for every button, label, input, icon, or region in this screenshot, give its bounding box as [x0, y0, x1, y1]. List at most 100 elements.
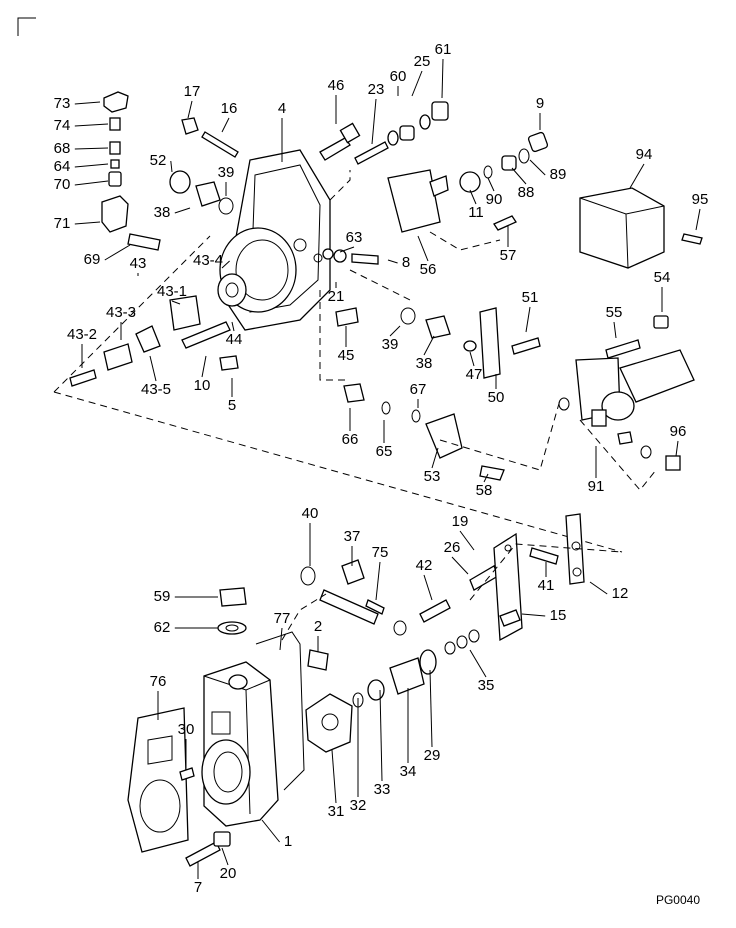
part-73-clip	[103, 91, 129, 113]
callout-45: 45	[338, 347, 355, 364]
part-60-washer-b	[419, 114, 431, 130]
assembly-line-57	[429, 231, 501, 251]
assembly-line-91	[579, 419, 657, 491]
callout-43-2: 43-2	[67, 326, 97, 343]
part-77-gasket	[255, 631, 305, 791]
part-52-bushing	[169, 170, 191, 194]
leader-51	[525, 306, 531, 333]
leader-38	[174, 207, 191, 214]
leader-58	[483, 473, 489, 483]
part-65-washer	[381, 401, 391, 415]
part-35-washer-b	[456, 635, 468, 649]
leader-63	[339, 246, 355, 253]
callout-11: 11	[468, 204, 484, 221]
leader-70	[74, 180, 109, 186]
callout-39: 39	[382, 336, 399, 353]
callout-4: 4	[278, 100, 286, 117]
part-60-washer	[387, 130, 399, 146]
part-51-bolt	[511, 337, 541, 355]
part-26-link	[469, 565, 499, 591]
leader-43-5	[149, 355, 157, 382]
part-23-screw	[354, 141, 389, 165]
leader-12	[589, 581, 608, 595]
part-50-bracket	[479, 307, 501, 379]
part-31-flyweight-holder	[305, 693, 353, 753]
part-12-lever	[565, 513, 585, 585]
assembly-line-39	[349, 269, 411, 301]
callout-43-3: 43-3	[106, 304, 136, 321]
callout-61: 61	[435, 41, 452, 58]
callout-30: 30	[178, 721, 195, 738]
leader-38	[423, 335, 435, 356]
part-17-nut	[181, 117, 199, 135]
callout-64: 64	[54, 158, 71, 175]
leader-26	[451, 556, 469, 575]
part-70	[108, 171, 122, 187]
part-58-bolt	[479, 465, 505, 481]
leader-42	[423, 574, 433, 601]
assembly-line-66	[319, 290, 346, 381]
callout-15: 15	[550, 607, 567, 624]
leader-43-1	[171, 300, 181, 305]
leader-95	[695, 208, 701, 231]
part-91-solenoid	[575, 349, 695, 427]
callout-37: 37	[344, 528, 361, 545]
part-16-pin	[201, 131, 239, 158]
leader-88	[511, 167, 527, 185]
part-2-plate	[307, 649, 329, 671]
part-96-cap	[665, 455, 681, 471]
callout-71: 71	[54, 215, 71, 232]
part-66-plug	[343, 383, 365, 403]
assembly-line-23	[329, 170, 351, 201]
callout-60: 60	[390, 68, 407, 85]
callout-88: 88	[518, 184, 535, 201]
callout-59: 59	[154, 588, 171, 605]
callout-32: 32	[350, 797, 367, 814]
callout-58: 58	[476, 482, 493, 499]
part-95-screw	[681, 233, 703, 245]
part-67-washer	[411, 409, 421, 423]
leader-96	[675, 440, 679, 457]
part-29-bearing	[419, 649, 437, 675]
leader-39	[389, 325, 401, 337]
part-42-spring	[419, 599, 451, 623]
callout-19: 19	[452, 513, 469, 530]
part-43-5-seat	[135, 325, 161, 353]
callout-67: 67	[410, 381, 427, 398]
leader-35	[469, 649, 487, 678]
callout-50: 50	[488, 389, 505, 406]
assembly-line-lower-b	[469, 543, 623, 601]
part-21-ring	[322, 248, 334, 260]
part-11-plug	[459, 171, 481, 193]
part-9-nut	[527, 131, 549, 153]
callout-5: 5	[228, 397, 236, 414]
leader-20	[221, 847, 229, 866]
part-38-plug-b	[425, 315, 451, 339]
leader-90	[487, 177, 495, 192]
leader-8	[387, 259, 398, 264]
part-64	[110, 159, 120, 169]
leader-25	[411, 70, 423, 97]
callout-29: 29	[424, 747, 441, 764]
leader-55	[613, 321, 617, 339]
leader-47	[469, 351, 475, 367]
part-35-washer-a	[444, 641, 456, 655]
callout-44: 44	[226, 331, 243, 348]
callout-74: 74	[54, 117, 71, 134]
part-43-2-pin	[69, 369, 97, 387]
callout-1: 1	[284, 833, 292, 850]
part-56-boss	[429, 175, 449, 197]
corner-mark	[17, 17, 36, 36]
leader-73	[74, 101, 101, 105]
leader-31	[331, 749, 337, 804]
callout-68: 68	[54, 140, 71, 157]
part-46-bolt	[319, 137, 351, 161]
part-38-plug	[195, 181, 221, 207]
leader-61	[441, 58, 444, 99]
part-90-washer	[483, 165, 493, 179]
assembly-line-43	[53, 235, 211, 393]
drawing-code: PG0040	[656, 893, 700, 907]
leader-89	[529, 159, 546, 176]
